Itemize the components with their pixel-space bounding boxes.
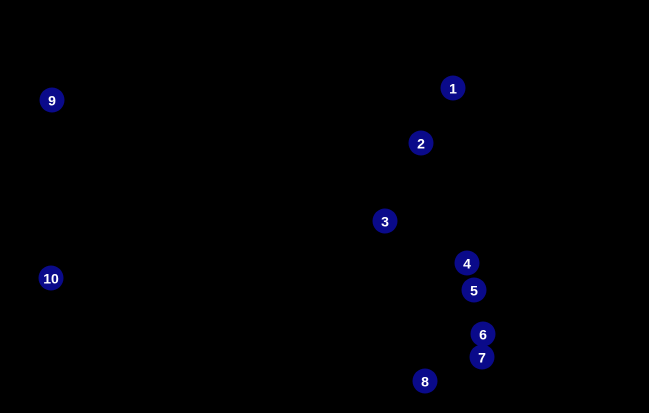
marker-badge-5[interactable]: 5 — [461, 277, 487, 303]
marker-badge-1[interactable]: 1 — [440, 75, 466, 101]
marker-badge-6[interactable]: 6 — [470, 321, 496, 347]
marker-badge-10[interactable]: 10 — [38, 265, 64, 291]
marker-badge-4[interactable]: 4 — [454, 250, 480, 276]
marker-badge-2[interactable]: 2 — [408, 130, 434, 156]
marker-badge-8[interactable]: 8 — [412, 368, 438, 394]
marker-badge-9[interactable]: 9 — [39, 87, 65, 113]
marker-badge-7[interactable]: 7 — [469, 344, 495, 370]
marker-badge-3[interactable]: 3 — [372, 208, 398, 234]
